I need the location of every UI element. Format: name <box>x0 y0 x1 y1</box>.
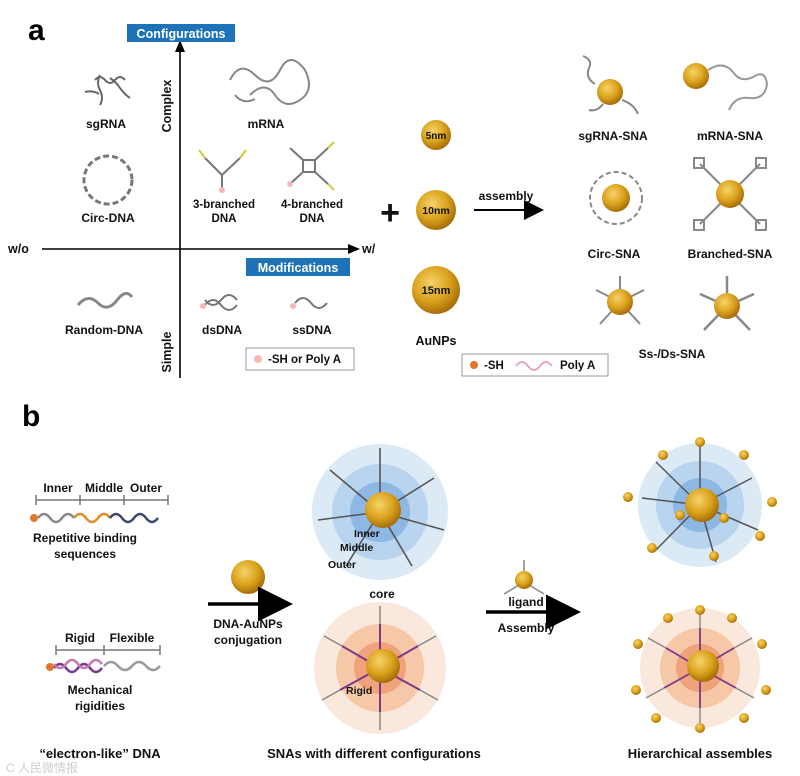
complex-label: Complex <box>160 80 174 133</box>
legend-polya-label: Poly A <box>560 360 595 372</box>
thiol-anchor-2 <box>46 663 54 671</box>
hierarchical-caption: Hierarchical assembles <box>628 746 773 761</box>
repetitive-caption-2: sequences <box>54 547 116 561</box>
sgrna-sna-icon <box>582 55 639 115</box>
four-branched-dna-icon <box>287 141 335 191</box>
legend-sh-label: -SH <box>484 360 504 372</box>
circ-dna-label: Circ-DNA <box>81 211 135 225</box>
snas-caption: SNAs with different configurations <box>267 746 481 761</box>
plus-sign: + <box>380 194 400 232</box>
outer-segment-label: Outer <box>130 481 162 495</box>
sh-marker <box>470 361 478 369</box>
aunp-conjugation <box>231 560 265 594</box>
ssdna-icon <box>290 297 328 309</box>
inner-segment-label: Inner <box>43 481 73 495</box>
aunp-15nm <box>412 266 460 314</box>
middle-layer-label: Middle <box>340 542 373 554</box>
panel-b-letter: b <box>22 400 40 433</box>
layered-sna-blue <box>312 444 448 580</box>
aunp-5nm <box>421 120 451 150</box>
branched-sna-label: Branched-SNA <box>688 247 773 261</box>
sh-polya-marker <box>254 355 262 363</box>
aunp-10nm <box>416 190 456 230</box>
hierarchical-assembly-peach <box>631 605 771 733</box>
assembly-label-b: Assembly <box>498 621 555 635</box>
middle-segment-label: Middle <box>85 481 123 495</box>
circ-sna-label: Circ-SNA <box>588 247 641 261</box>
mrna-label: mRNA <box>248 117 285 131</box>
modifications-box <box>246 258 350 276</box>
configurations-box <box>127 24 235 42</box>
thiol-anchor-1 <box>30 514 38 522</box>
aunp-10nm-label: 10nm <box>422 205 449 217</box>
four-branched-label-1: 4-branched <box>281 199 343 211</box>
branched-sna-icon <box>693 157 767 231</box>
flexible-segment-label: Flexible <box>110 631 155 645</box>
aunps-caption: AuNPs <box>416 334 457 348</box>
ssdna-label: ssDNA <box>292 323 332 337</box>
segment-brackets <box>35 495 169 505</box>
layered-sna-peach <box>314 602 446 734</box>
three-branched-label-2: DNA <box>212 213 237 225</box>
ssds-sna-label: Ss-/Ds-SNA <box>639 347 706 361</box>
mechanical-caption-2: rigidities <box>75 699 125 713</box>
circ-sna-icon <box>589 171 643 225</box>
four-branched-label-2: DNA <box>300 213 325 225</box>
core-label: core <box>369 587 395 601</box>
random-dna-label: Random-DNA <box>65 323 143 337</box>
simple-label: Simple <box>160 331 174 372</box>
ligand-label: ligand <box>508 595 543 609</box>
mrna-sna-icon <box>683 63 769 111</box>
dsdna-label: dsDNA <box>202 323 242 337</box>
with-label: w/ <box>361 242 376 256</box>
random-dna-icon <box>76 292 134 309</box>
sgrna-label: sgRNA <box>86 117 126 131</box>
three-branched-dna-icon <box>198 149 247 193</box>
mechanical-caption-1: Mechanical <box>68 683 133 697</box>
legend-left-box <box>245 347 355 371</box>
configurations-label: Configurations <box>137 27 226 41</box>
hierarchical-assembly-blue <box>623 437 777 567</box>
watermark: C 人民微情报 <box>6 760 78 775</box>
ss-sna-icon <box>595 276 645 325</box>
sgrna-icon <box>84 74 131 106</box>
electron-like-dna-caption: “electron-like” DNA <box>39 746 161 761</box>
inner-layer-label: Inner <box>354 528 380 540</box>
assembly-label-a: assembly <box>479 189 534 203</box>
rigidity-brackets <box>55 645 161 655</box>
polya-icon <box>515 361 553 371</box>
rigid-layer-label: Rigid <box>346 685 372 697</box>
horizontal-axis-arrow <box>348 244 360 254</box>
conjugation-label-2: conjugation <box>214 633 282 647</box>
rigid-segment-label: Rigid <box>65 631 95 645</box>
legend-right-box <box>461 353 609 377</box>
dsdna-icon <box>200 294 238 311</box>
legend-left-label: -SH or Poly A <box>268 354 341 366</box>
ligand-icon <box>503 560 545 595</box>
mrna-icon <box>229 59 310 105</box>
without-label: w/o <box>7 242 29 256</box>
outer-layer-label: Outer <box>328 559 356 571</box>
aunp-15nm-label: 15nm <box>422 285 451 297</box>
rigidity-dna-strand <box>53 658 161 674</box>
vertical-axis-arrow <box>175 40 185 52</box>
three-branched-label-1: 3-branched <box>193 199 255 211</box>
ds-sna-icon <box>699 276 755 331</box>
modifications-label: Modifications <box>258 261 339 275</box>
panel-a-letter: a <box>28 14 45 47</box>
sgrna-sna-label: sgRNA-SNA <box>578 129 648 143</box>
aunp-5nm-label: 5nm <box>426 131 447 142</box>
circ-dna-icon <box>82 154 134 206</box>
repetitive-dna-strand <box>37 512 159 524</box>
repetitive-caption-1: Repetitive binding <box>33 531 137 545</box>
conjugation-label-1: DNA-AuNPs <box>213 617 283 631</box>
mrna-sna-label: mRNA-SNA <box>697 129 763 143</box>
